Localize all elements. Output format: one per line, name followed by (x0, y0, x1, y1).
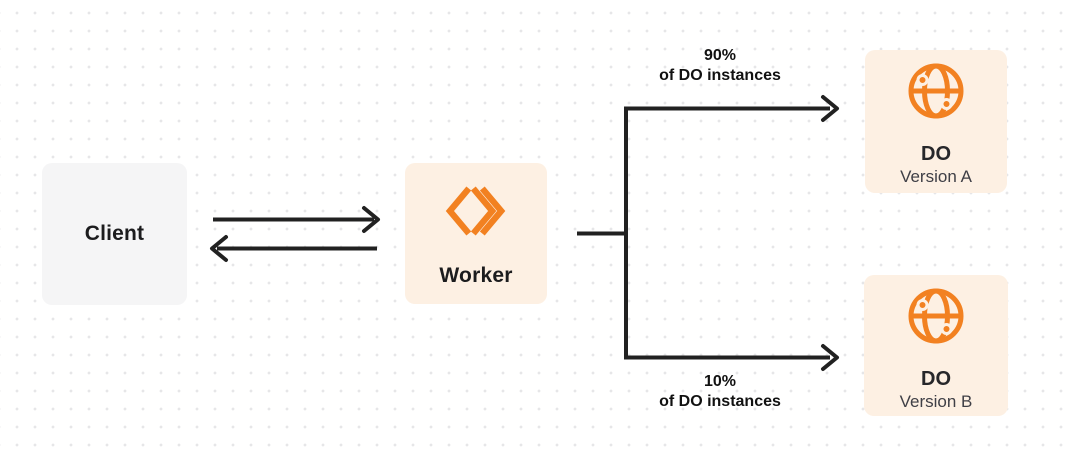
globe-icon (908, 288, 964, 344)
worker-label: Worker (439, 264, 513, 287)
client-node: Client (42, 163, 187, 305)
do-a-subtitle: Version A (900, 167, 972, 186)
globe-icon (908, 63, 964, 119)
branch-a-label: 90% of DO instances (610, 46, 830, 86)
branch-a-percentage: 90% (703, 47, 737, 64)
do-b-title: DO (921, 368, 951, 390)
client-to-worker-arrow (213, 206, 380, 233)
do-version-a-node: DO Version A (865, 50, 1007, 193)
do-a-title: DO (921, 143, 951, 165)
worker-node: Worker (405, 163, 547, 304)
branch-b-percentage: 10% (703, 373, 737, 390)
branch-a-caption: of DO instances (659, 67, 781, 84)
cloudflare-workers-icon (445, 184, 507, 238)
worker-to-client-arrow (210, 235, 377, 262)
branch-to-do-a-arrow (624, 95, 839, 122)
do-b-subtitle: Version B (899, 392, 973, 411)
do-version-b-node: DO Version B (864, 275, 1008, 416)
branch-to-do-b-arrow (624, 344, 839, 371)
client-label: Client (84, 222, 145, 245)
branch-b-caption: of DO instances (659, 393, 781, 410)
branch-b-label: 10% of DO instances (610, 372, 830, 412)
worker-branch-connector (577, 106, 628, 360)
